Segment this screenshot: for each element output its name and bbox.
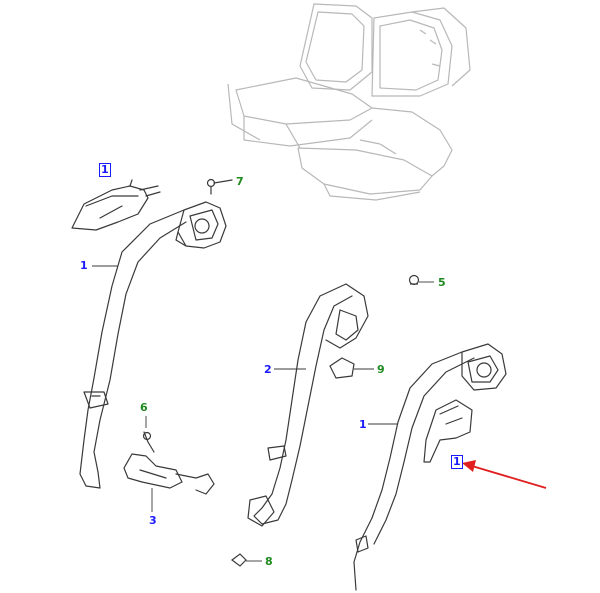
rear-seat-outline [227, 3, 471, 201]
left-belt-assembly [71, 178, 233, 489]
callout-1-bottom-boxed: 1 [451, 455, 463, 469]
callout-1-right: 1 [359, 418, 367, 431]
callout-8: 8 [265, 555, 273, 568]
callout-6: 6 [140, 401, 148, 414]
fasteners [231, 274, 420, 567]
bolt-5 [408, 274, 420, 286]
callout-7: 7 [236, 175, 244, 188]
callout-1-top-boxed: 1 [99, 163, 111, 177]
callout-1-left: 1 [80, 259, 88, 272]
callout-2: 2 [264, 363, 272, 376]
centre-belt-assembly [247, 283, 369, 527]
leader-lines [92, 265, 434, 562]
callout-9: 9 [377, 363, 385, 376]
callout-5: 5 [438, 276, 446, 289]
right-belt-assembly [353, 343, 507, 591]
red-pointer-arrow [462, 460, 547, 489]
buckle-assembly [123, 431, 215, 495]
callout-3: 3 [149, 514, 157, 527]
